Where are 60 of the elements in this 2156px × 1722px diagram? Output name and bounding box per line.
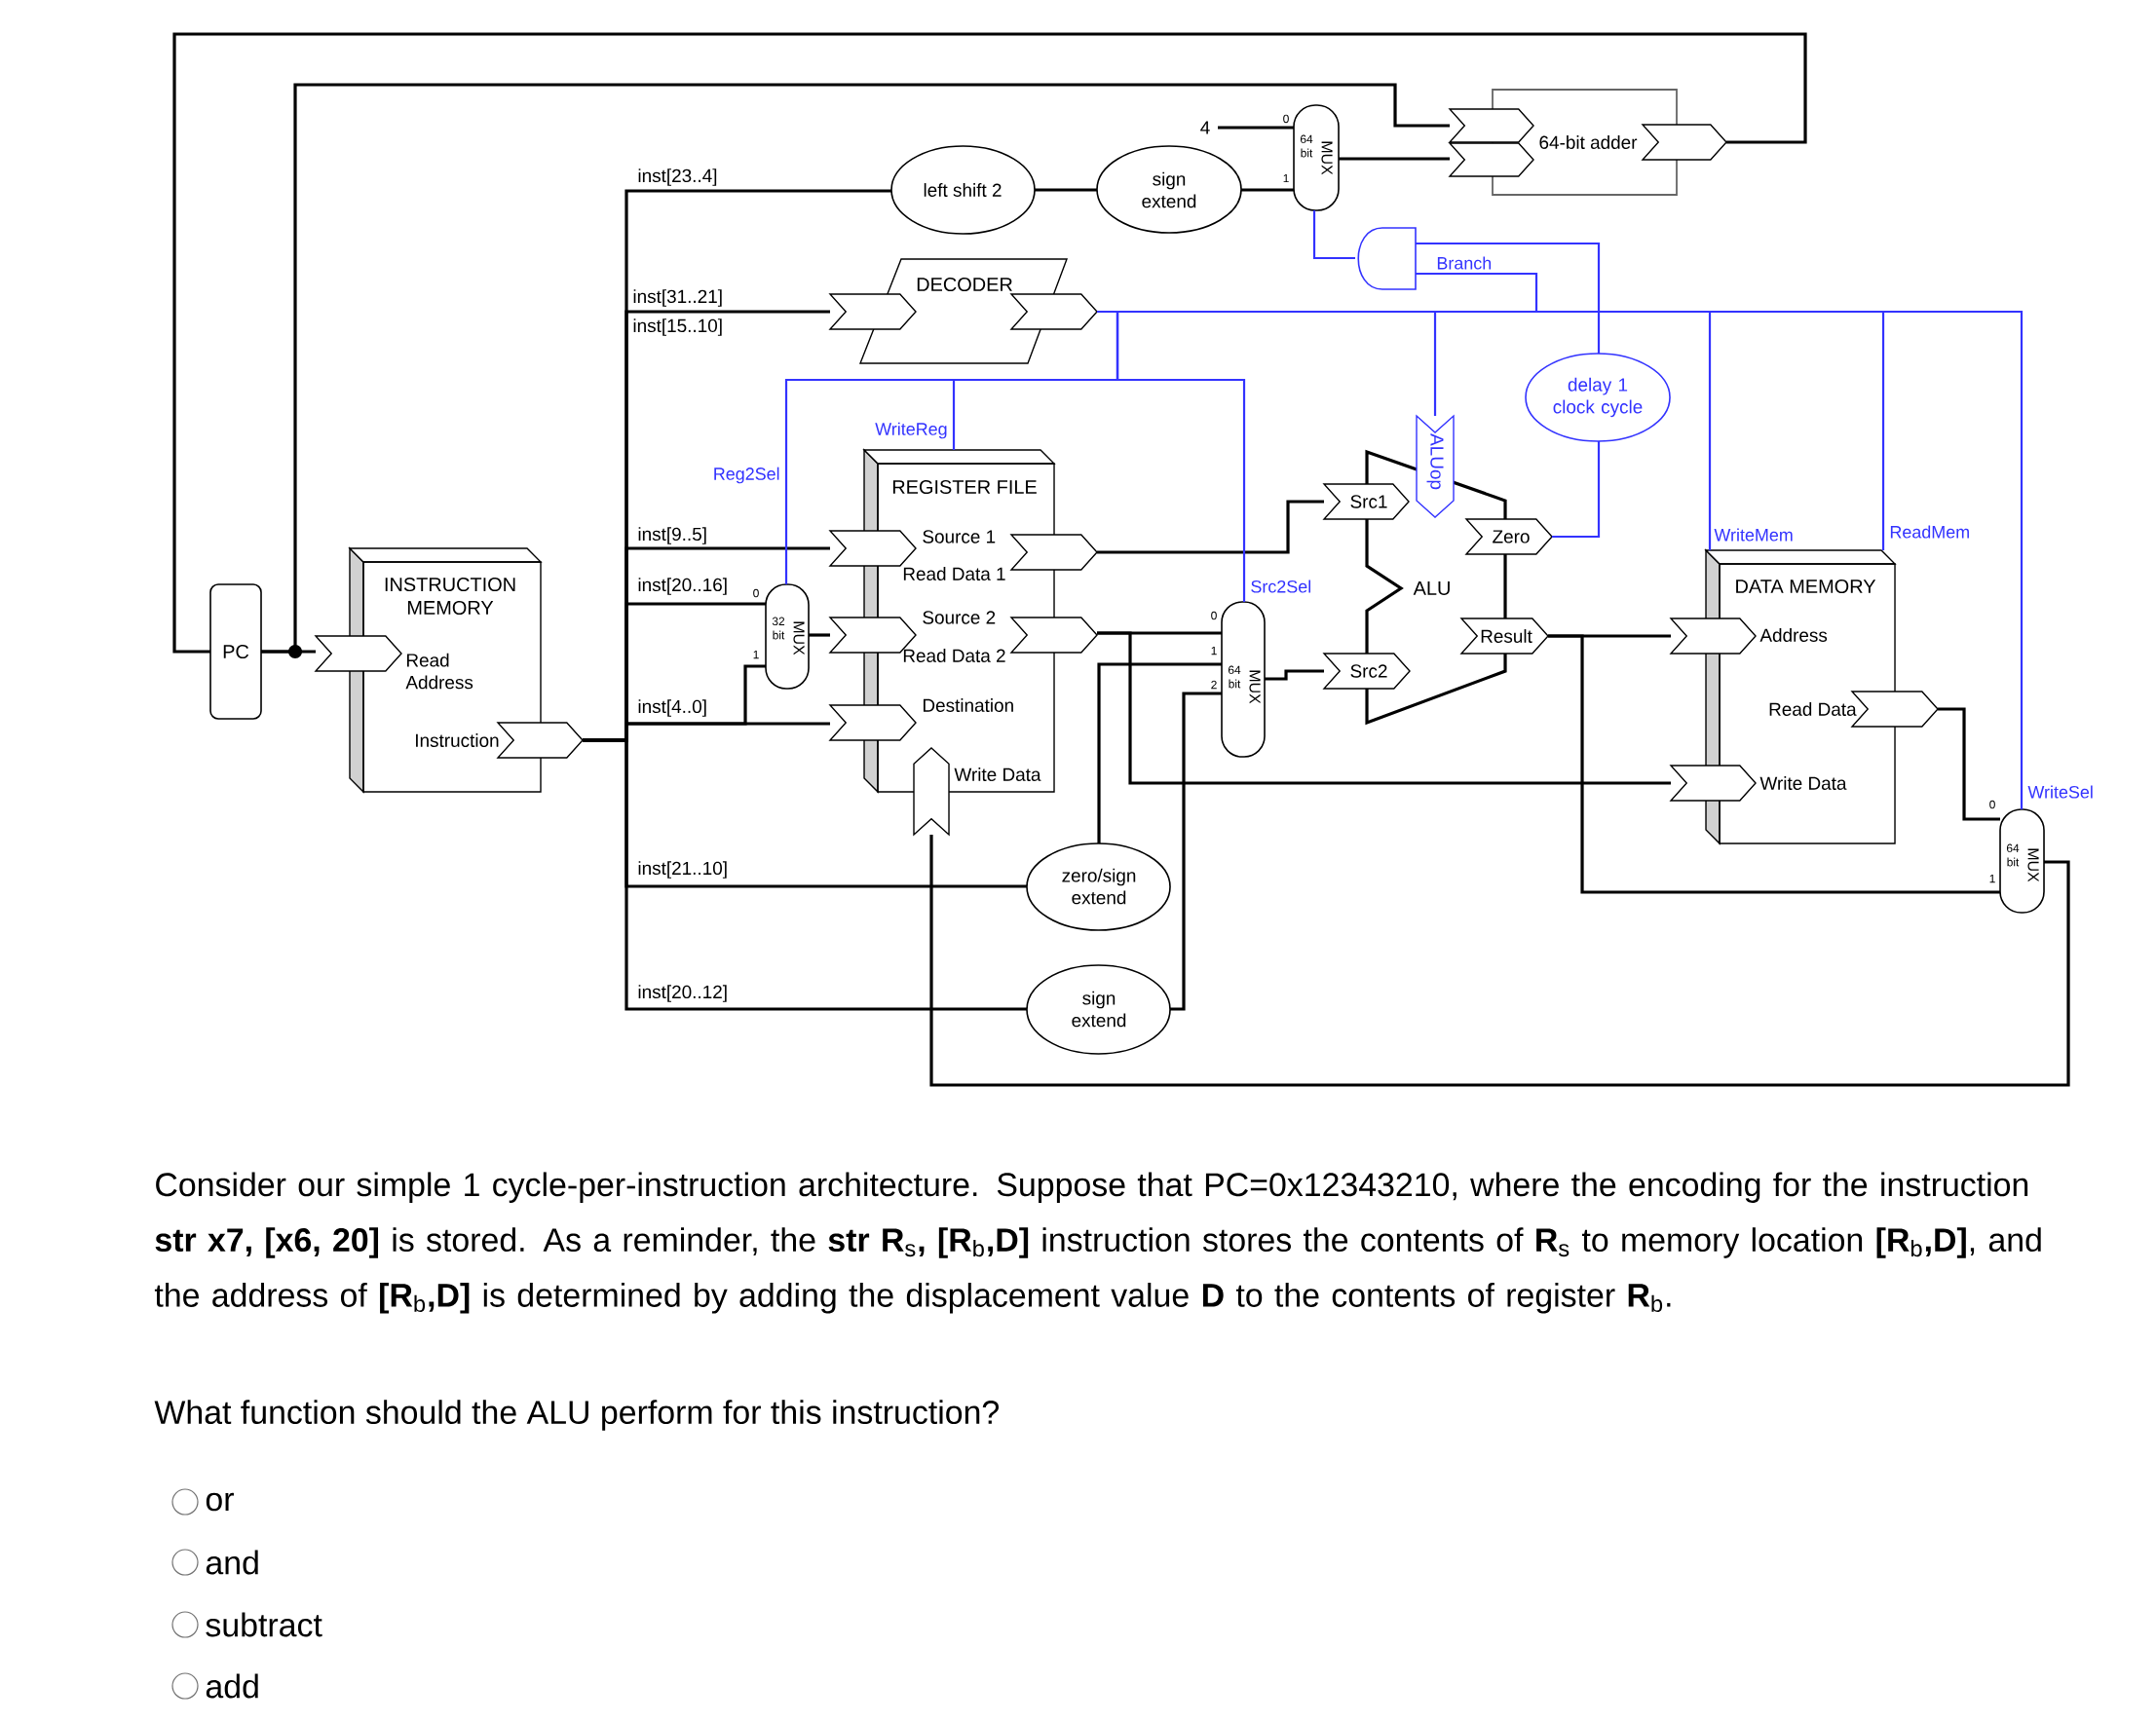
connector-line <box>1339 157 1450 161</box>
and-gate <box>1357 227 1417 290</box>
edge-label: Branch <box>1434 254 1494 272</box>
input-number: 1 <box>1283 173 1289 183</box>
connector-line <box>929 835 2070 1087</box>
constant-text: 4 <box>1200 121 1210 134</box>
alu-port: Result <box>1459 618 1549 655</box>
connector-line <box>583 738 1027 1011</box>
connector-line <box>261 83 1450 654</box>
connector-line <box>809 633 830 637</box>
input-number: 0 <box>1283 114 1289 124</box>
connector-line <box>1097 500 1324 554</box>
register-box: PC <box>209 583 262 720</box>
alu-port: Src1 <box>1322 483 1410 520</box>
decoder-block: DECODER <box>828 258 1098 364</box>
edge-label: Src2Sel <box>1248 578 1314 595</box>
adder-block: 64-bit adder <box>1448 89 1727 196</box>
edge-label: WriteMem <box>1712 526 1796 543</box>
connector-line <box>1097 662 1222 843</box>
option-label: subtract <box>206 1612 322 1637</box>
input-number: 1 <box>1211 646 1217 655</box>
edge-label: inst[20..12] <box>635 983 730 1004</box>
edge-label: inst[4..0] <box>635 697 709 719</box>
input-number: 0 <box>1989 800 1995 809</box>
connector-line <box>1241 188 1294 192</box>
option-label: and <box>206 1550 258 1575</box>
edge-label: inst[9..5] <box>635 525 709 546</box>
connector-line <box>1097 310 2024 809</box>
input-number: 1 <box>753 650 759 659</box>
alu-port: Zero <box>1464 518 1553 555</box>
connector-line <box>1938 707 2000 821</box>
option-label: add <box>206 1673 258 1699</box>
question-text: What function should the ALU perform for this instruction? <box>154 1400 999 1431</box>
question-text: Consider our simple 1 cycle-per-instruction architecture. Suppose that PC=0x12343210, where the encoding for the instruction str x7, [x6, 20] is stored. As a reminder, the str R$_{s}$, [R$_{b}$,D] instruction stores the contents of R$_{s}$ to memory location [R$_{b}$,D], and the address of [R$_{b}$,D] is determined by adding the displacement value D to the contents of register R$_{b}$. <box>154 1172 2041 1314</box>
input-number: 0 <box>753 588 759 598</box>
option-label: or <box>206 1492 234 1512</box>
edge-label: inst[31..21] <box>630 287 725 309</box>
connector-line <box>1035 188 1097 192</box>
connector-line <box>172 32 1807 654</box>
alu-port: Src2 <box>1322 653 1411 690</box>
alu-port: ALUop <box>1416 414 1455 518</box>
connector-line <box>1170 692 1222 1011</box>
bus-label: inst[15..10] <box>630 317 725 338</box>
edge-label: inst[21..10] <box>635 859 730 880</box>
edge-label: WriteReg <box>873 420 950 441</box>
edge-label: WriteSel <box>2025 783 2096 801</box>
edge-label: Reg2Sel <box>710 465 782 486</box>
connector-line <box>1265 669 1324 681</box>
connector-line <box>1416 242 1601 354</box>
edge-label: inst[23..4] <box>635 167 720 188</box>
connector-line <box>1548 634 2000 894</box>
connector-line <box>1312 210 1355 260</box>
input-number: 0 <box>1211 611 1217 620</box>
edge-label: ReadMem <box>1887 523 1973 541</box>
input-number: 2 <box>1211 680 1217 690</box>
connector-line <box>1552 441 1601 539</box>
connector-line <box>1218 126 1294 130</box>
input-number: 1 <box>1989 874 1995 883</box>
edge-label: inst[20..16] <box>635 576 730 597</box>
connector-line <box>1097 631 1671 785</box>
